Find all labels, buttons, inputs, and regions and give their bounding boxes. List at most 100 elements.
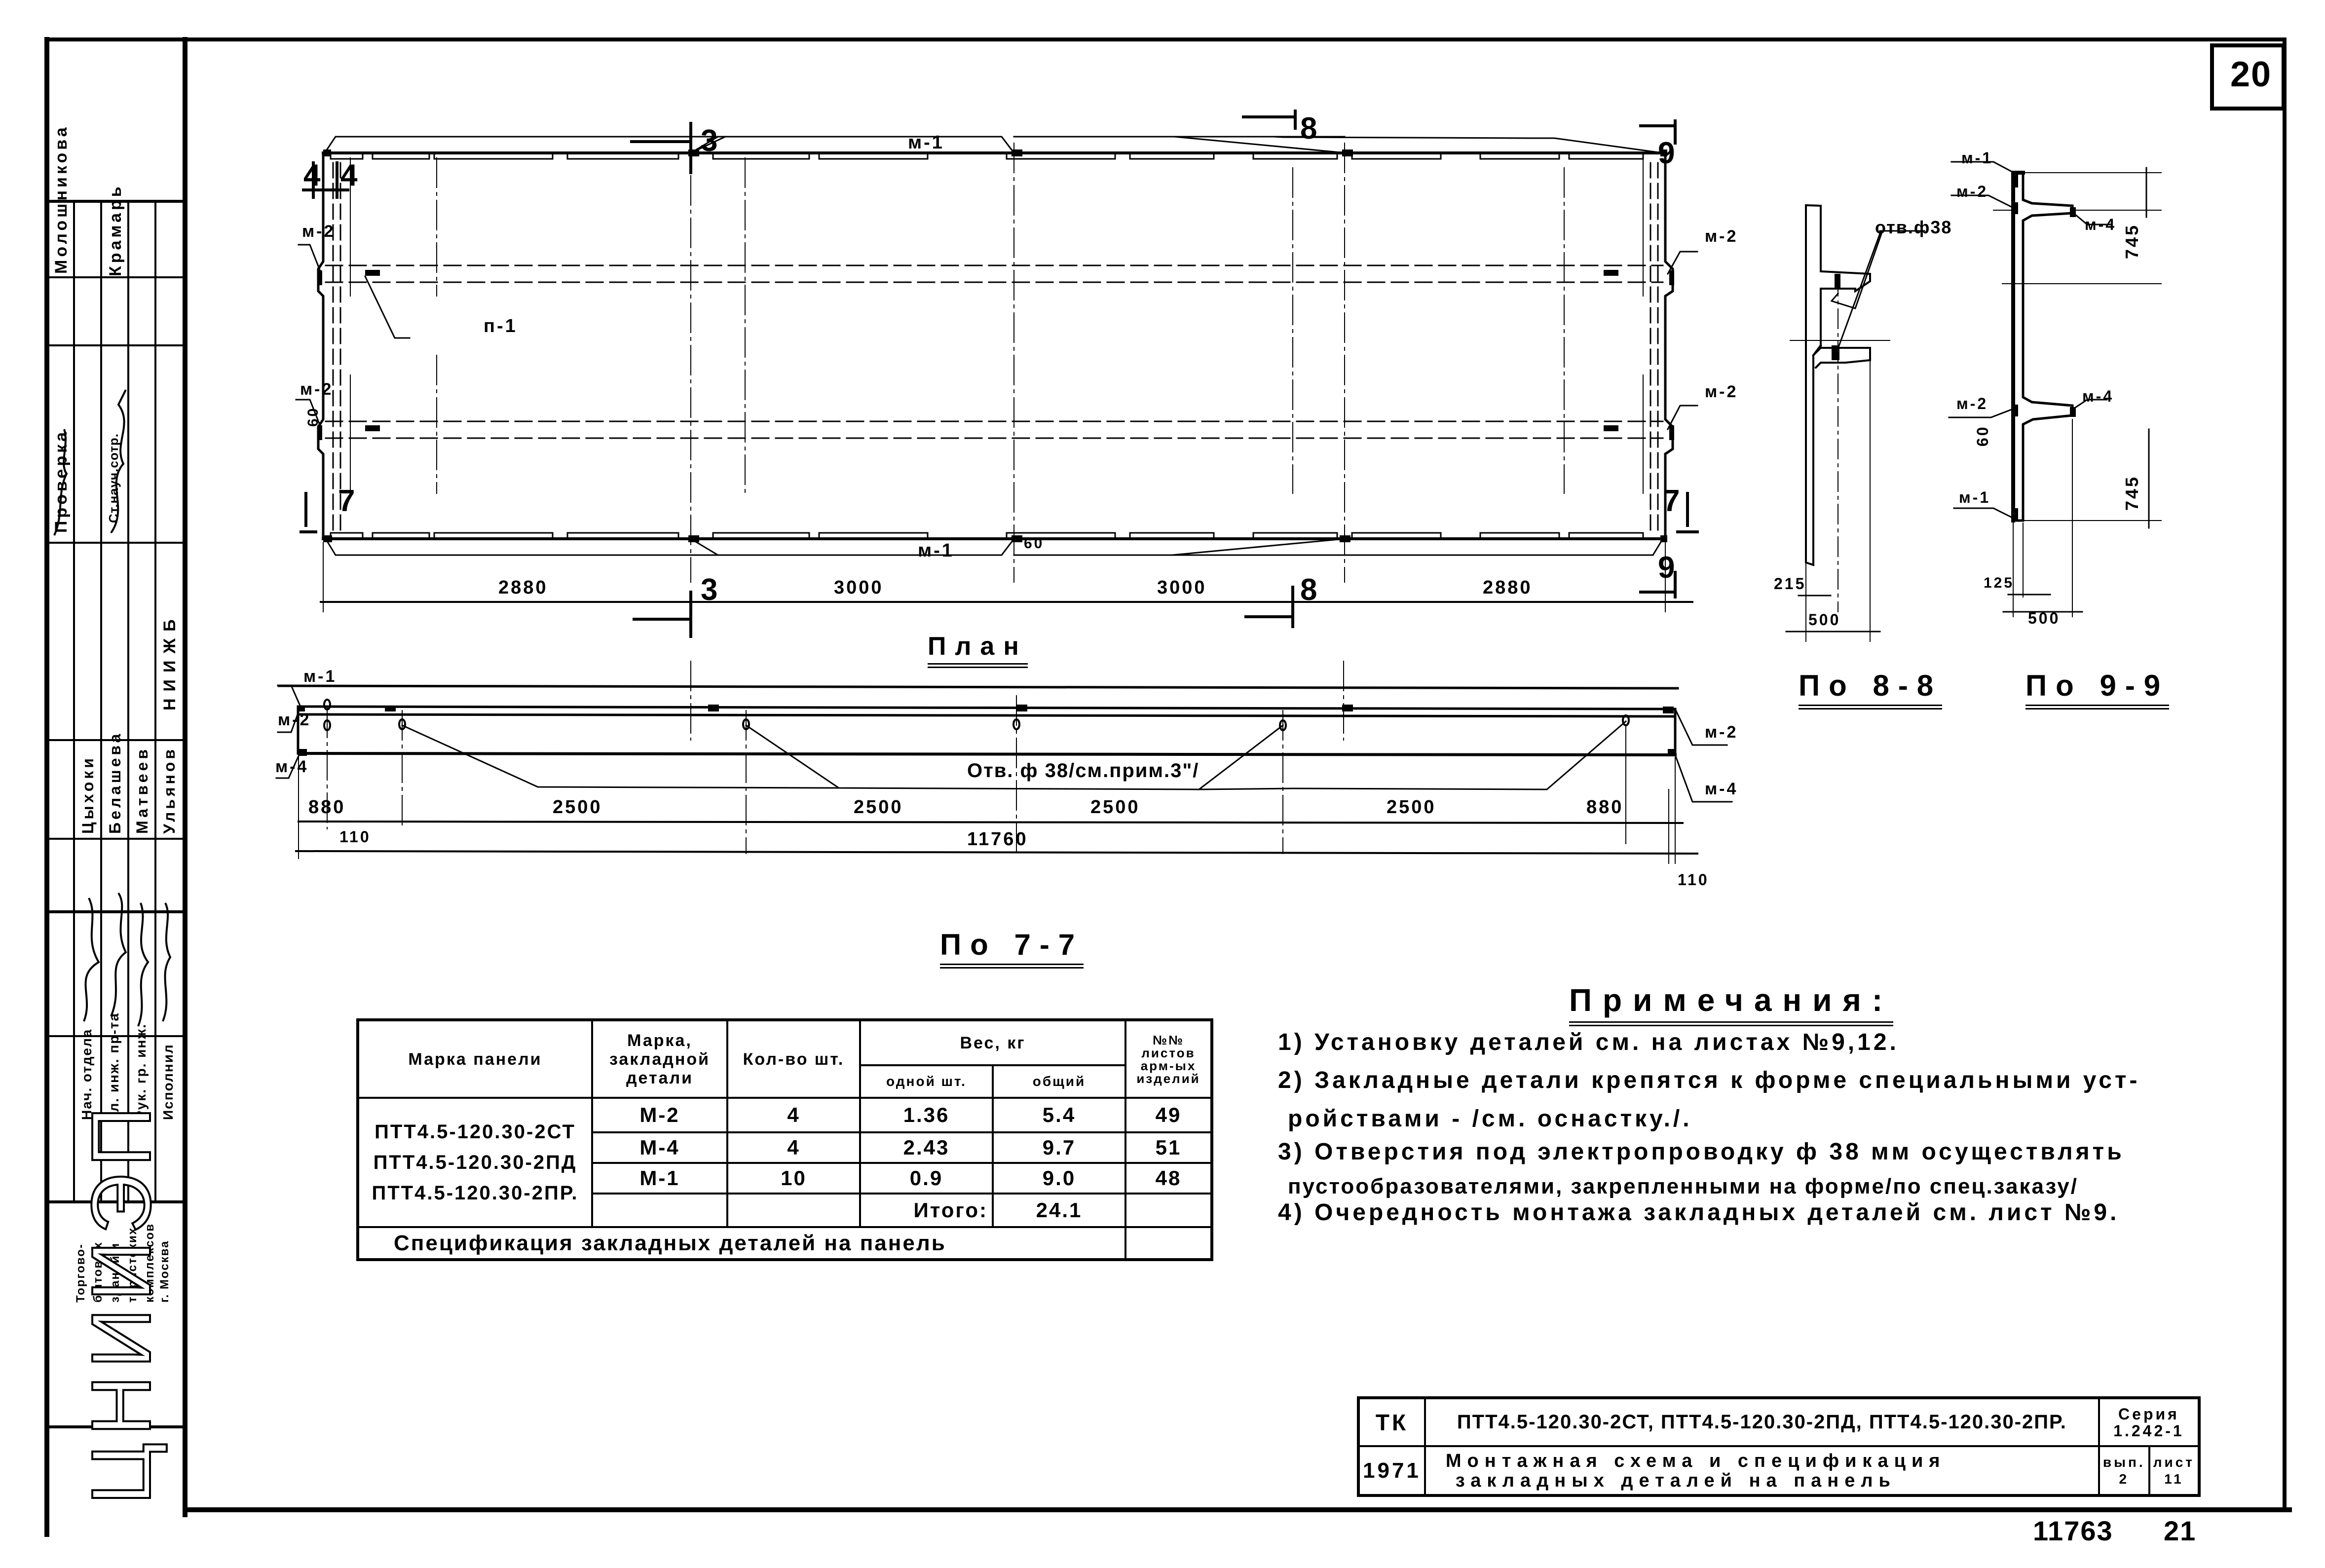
label-m2-right-top: м-2 bbox=[1705, 227, 1738, 246]
row1-total: 5.4 bbox=[992, 1097, 1126, 1133]
s77-dim-6: 880 bbox=[1586, 797, 1624, 818]
stamp-title-line: ПТТ4.5-120.30-2СТ, ПТТ4.5-120.30-2ПД, ПТ… bbox=[1424, 1397, 2100, 1447]
section-mark-8-bottom: 8 bbox=[1300, 573, 1319, 607]
s77-dim-5: 2500 bbox=[1387, 797, 1436, 818]
table-row: М-4 4 2.43 9.7 51 bbox=[358, 1131, 1213, 1164]
row3-mark: М-1 bbox=[591, 1162, 728, 1195]
s88-caption: По 8-8 bbox=[1799, 669, 1943, 709]
plan-dim-1: 2880 bbox=[498, 577, 548, 598]
stamp-sheet: лист 11 bbox=[2148, 1445, 2201, 1496]
th-weight-total: общий bbox=[992, 1064, 1126, 1099]
panel-mark-2: ПТТ4.5-120.30-2ПД bbox=[373, 1152, 577, 1173]
table-caption: Спецификация закладных деталей на панель bbox=[357, 1226, 1126, 1261]
label-p1: п-1 bbox=[484, 316, 518, 336]
side-name-4: Ульянов bbox=[160, 746, 178, 834]
plan-caption: План bbox=[928, 632, 1028, 668]
row3-sheet: 48 bbox=[1125, 1162, 1213, 1195]
row2-one: 2.43 bbox=[859, 1131, 994, 1164]
row2-total: 9.7 bbox=[992, 1131, 1126, 1164]
stamp-series: Серия 1.242-1 bbox=[2098, 1397, 2201, 1447]
th-qty: Кол-во шт. bbox=[726, 1019, 861, 1099]
note-2-cont: ройствами - /см. оснастку./. bbox=[1288, 1106, 1692, 1132]
th-panel-mark: Марка панели bbox=[357, 1019, 593, 1099]
section-mark-3-top: 3 bbox=[701, 124, 720, 158]
stamp-series-label: Серия bbox=[2118, 1405, 2179, 1423]
plan-dim-3: 3000 bbox=[1157, 577, 1207, 598]
section-mark-3-bottom: 3 bbox=[701, 573, 720, 607]
stamp-issue-value: 2 bbox=[2119, 1471, 2130, 1487]
row1-sheet: 49 bbox=[1125, 1097, 1213, 1133]
row1-mark: М-2 bbox=[591, 1097, 728, 1133]
th-weight-one: одной шт. bbox=[859, 1064, 994, 1099]
panel-marks-cell: ПТТ4.5-120.30-2СТ ПТТ4.5-120.30-2ПД ПТТ4… bbox=[357, 1097, 593, 1228]
label-m2-left-top: м-2 bbox=[302, 222, 336, 241]
label-m2-left-bottom: м-2 bbox=[300, 380, 334, 399]
s88-dim-215: 215 bbox=[1774, 575, 1806, 593]
stamp-sheet-value: 11 bbox=[2164, 1471, 2184, 1487]
label-m1-bottom: м-1 bbox=[918, 540, 954, 561]
side-name-1: Цыхоки bbox=[79, 755, 97, 834]
label-m2-right-bottom: м-2 bbox=[1705, 382, 1738, 401]
table-row: ПТТ4.5-120.30-2СТ ПТТ4.5-120.30-2ПД ПТТ4… bbox=[357, 1097, 1213, 1228]
th-embed-mark: Марка, закладной детали bbox=[591, 1019, 728, 1099]
stamp-issue: вып. 2 bbox=[2098, 1445, 2150, 1496]
side-kramar: Крамарь bbox=[106, 184, 125, 276]
s99-dim-745-top: 745 bbox=[2122, 223, 2142, 259]
row3-total: 9.0 bbox=[992, 1162, 1126, 1195]
s99-label-m1-top: м-1 bbox=[1961, 149, 1993, 167]
stamp-series-value: 1.242-1 bbox=[2113, 1421, 2184, 1440]
th-weight: Вес, кг bbox=[859, 1019, 1126, 1066]
row2-sheet: 51 bbox=[1125, 1131, 1213, 1164]
stamp-year: 1971 bbox=[1357, 1445, 1426, 1496]
stamp-sheet-title-1: Монтажная схема и спецификация bbox=[1445, 1450, 1946, 1471]
note-2: 2) Закладные детали крепятся к форме спе… bbox=[1278, 1067, 2140, 1093]
s77-holes-note: Отв. ф 38/см.прим.3"/ bbox=[967, 760, 1200, 782]
total-label: Итого: bbox=[859, 1193, 994, 1228]
row3-qty: 10 bbox=[726, 1162, 861, 1195]
side-name-3: Матвеев bbox=[133, 746, 151, 834]
s99-dim-60: 60 bbox=[1974, 425, 1991, 447]
s77-caption: По 7-7 bbox=[940, 928, 1084, 969]
stamp-org-code: ТК bbox=[1357, 1397, 1426, 1447]
section-mark-9-top: 9 bbox=[1658, 136, 1677, 170]
plan-dim-2: 3000 bbox=[834, 577, 884, 598]
s77-dim-4: 2500 bbox=[1090, 797, 1140, 818]
side-niizhb: НИИЖБ bbox=[160, 612, 179, 710]
s99-label-m4-bottom: м-4 bbox=[2082, 387, 2114, 405]
section-mark-7-left: 7 bbox=[338, 484, 357, 518]
table-row: М-1 10 0.9 9.0 48 bbox=[358, 1162, 1213, 1195]
dim-60-center: 60 bbox=[1024, 535, 1045, 552]
row1-one: 1.36 bbox=[859, 1097, 994, 1133]
s77-m4-left: м-4 bbox=[275, 757, 309, 776]
side-name-2: Белашева bbox=[106, 731, 124, 834]
note-4: 4) Очередность монтажа закладных деталей… bbox=[1278, 1199, 2120, 1226]
title-stamp: ТК ПТТ4.5-120.30-2СТ, ПТТ4.5-120.30-2ПД,… bbox=[1357, 1396, 2201, 1497]
spec-table: Марка панели Марка, закладной детали Кол… bbox=[356, 1018, 1213, 1261]
section-mark-9-bottom: 9 bbox=[1658, 551, 1677, 585]
s77-m4-right: м-4 bbox=[1705, 780, 1738, 798]
s77-edge-left: 110 bbox=[339, 828, 371, 846]
s99-dim-125: 125 bbox=[1984, 575, 2015, 591]
s99-dim-500: 500 bbox=[2028, 609, 2061, 627]
plan-dim-4: 2880 bbox=[1483, 577, 1533, 598]
s99-dim-745-bottom: 745 bbox=[2122, 475, 2142, 511]
dim-60-left: 60 bbox=[305, 406, 321, 427]
total-value: 24.1 bbox=[992, 1193, 1126, 1228]
th-sheets: №№ листов арм-ых изделий bbox=[1125, 1019, 1213, 1099]
s77-overall: 11760 bbox=[967, 829, 1028, 850]
s99-label-m1-bottom: м-1 bbox=[1959, 488, 1991, 506]
row2-mark: М-4 bbox=[591, 1131, 728, 1164]
side-proverka: Проверка bbox=[52, 429, 71, 533]
s77-m1: м-1 bbox=[303, 667, 337, 686]
sheet-number: 20 bbox=[2230, 55, 2272, 94]
section-mark-7-right: 7 bbox=[1663, 484, 1682, 518]
side-molosh: Молошникова bbox=[52, 124, 71, 274]
s77-m2-right: м-2 bbox=[1705, 723, 1738, 742]
side-st-nauch: Ст.науч.сотр. bbox=[106, 433, 121, 523]
note-3: 3) Отверстия под электропроводку ф 38 мм… bbox=[1278, 1139, 2125, 1165]
s77-dim-2: 2500 bbox=[553, 797, 602, 818]
stamp-sheet-title: Монтажная схема и спецификация закладных… bbox=[1424, 1445, 2100, 1496]
label-m1-top: м-1 bbox=[908, 132, 944, 153]
archive-page: 21 bbox=[2164, 1515, 2197, 1546]
